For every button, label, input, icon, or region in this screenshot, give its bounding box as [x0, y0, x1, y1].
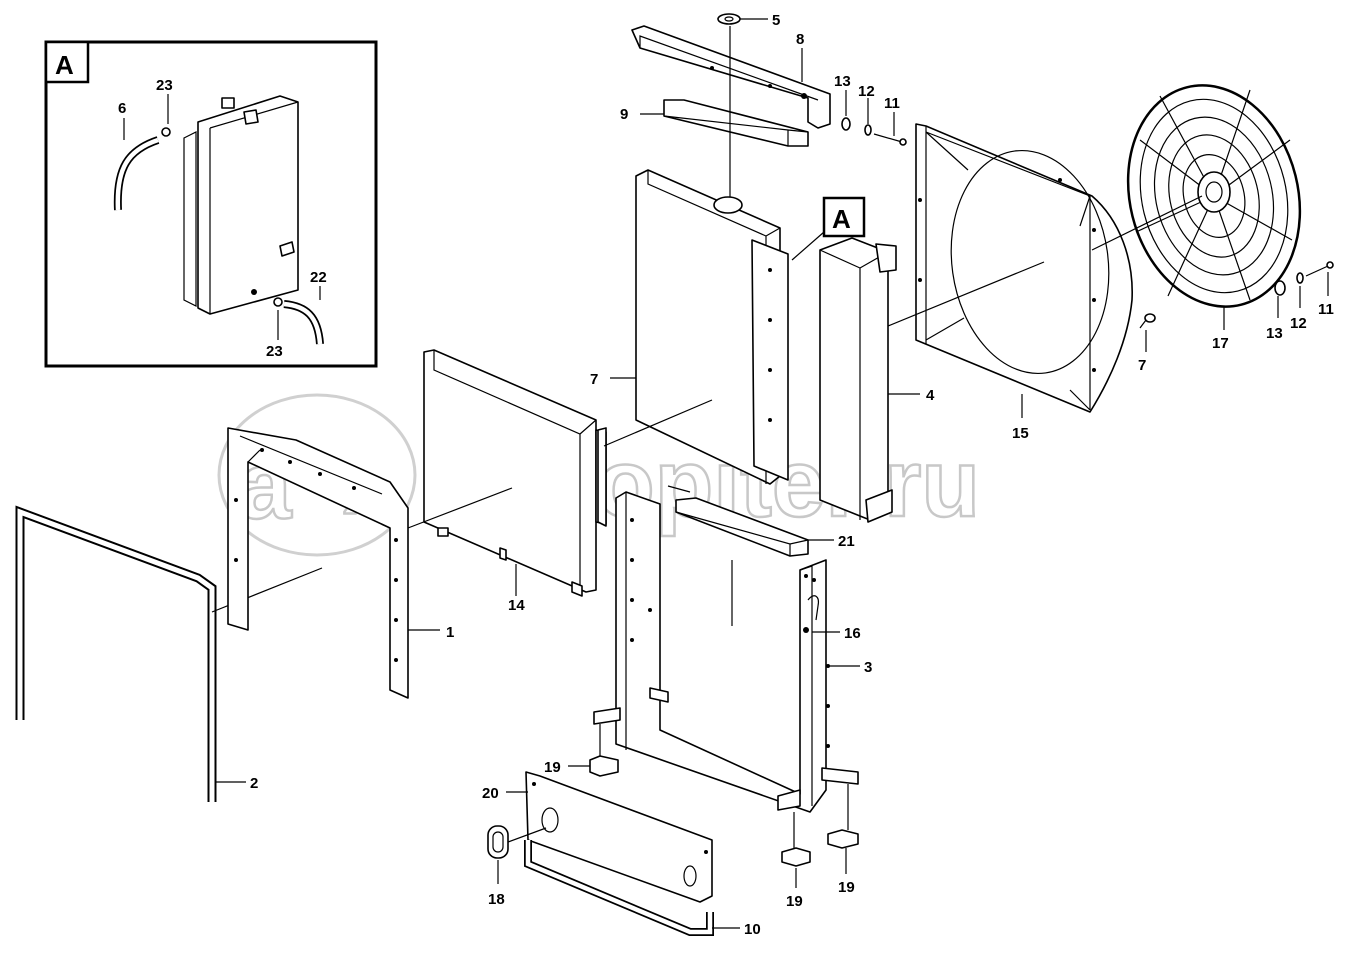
- detail-view-frame: [44, 40, 378, 368]
- callout-7-core: 7: [590, 371, 598, 388]
- callout-18: 18: [488, 891, 505, 908]
- callout-12-right: 12: [1290, 315, 1307, 332]
- detail-badge: [44, 40, 90, 84]
- part-7-radiator: 7: [590, 169, 789, 527]
- callout-10: 10: [744, 921, 761, 938]
- callout-inset-23-bottom: 23: [266, 343, 283, 360]
- part-15-shroud: 15: [887, 123, 1133, 442]
- radiator-filler-cap: [713, 196, 743, 214]
- callout-19-c: 19: [838, 879, 855, 896]
- part-19-pads: 19 19 19: [544, 724, 859, 910]
- part-17-fan-guard: 17: [1091, 84, 1302, 352]
- part-5-cap: 5: [717, 12, 780, 210]
- callout-8: 8: [796, 31, 804, 48]
- fasteners-right: 13 12 11: [1266, 261, 1334, 342]
- callout-1: 1: [446, 624, 454, 641]
- callout-19-a: 19: [544, 759, 561, 776]
- callout-12-top: 12: [858, 83, 875, 100]
- callout-20: 20: [482, 785, 499, 802]
- callout-16: 16: [844, 625, 861, 642]
- part-7-bolt: 7: [1138, 313, 1156, 374]
- detail-badge-letter: A: [55, 50, 74, 80]
- main-badge-letter: A: [832, 204, 851, 234]
- inset-clamp-23-top: [161, 127, 171, 137]
- callout-13-right: 13: [1266, 325, 1283, 342]
- callout-11-top: 11: [884, 95, 900, 112]
- part-9-pad: 9: [620, 99, 809, 147]
- callout-5: 5: [772, 12, 780, 29]
- callout-14: 14: [508, 597, 525, 614]
- callout-13-top: 13: [834, 73, 851, 90]
- part-2-seal: 2: [15, 505, 323, 802]
- detail-view-a: A 6 23 22 23: [44, 40, 378, 368]
- callout-inset-23-top: 23: [156, 77, 173, 94]
- part-10-seal: 10: [524, 840, 761, 938]
- callout-19-b: 19: [786, 893, 803, 910]
- callout-inset-6: 6: [118, 100, 126, 117]
- callout-21: 21: [838, 533, 855, 550]
- part-3-lower-frame: 16 3: [593, 491, 872, 813]
- callout-9: 9: [620, 106, 628, 123]
- callout-inset-22: 22: [310, 269, 327, 286]
- inset-clamp-23-bottom: [273, 297, 283, 307]
- part-21-pad: 21: [667, 485, 855, 626]
- part-1-frame: 1: [227, 427, 454, 699]
- inset-filler-cap: [221, 97, 235, 109]
- part-4-oil-cooler: 4: [819, 237, 935, 523]
- callout-2: 2: [250, 775, 258, 792]
- inset-radiator: [183, 95, 299, 315]
- callout-17: 17: [1212, 335, 1229, 352]
- main-badge-a: A: [791, 196, 866, 261]
- fasteners-top: 13 12 11: [834, 73, 907, 146]
- callout-3: 3: [864, 659, 872, 676]
- callout-4: 4: [926, 387, 935, 404]
- callout-11-right: 11: [1318, 301, 1334, 318]
- part-8-bracket: 8: [631, 25, 831, 129]
- part-20-plate: 20: [482, 771, 713, 903]
- part-18-grommet: 18: [487, 825, 547, 908]
- callout-15: 15: [1012, 425, 1029, 442]
- callout-7-shroud: 7: [1138, 357, 1146, 374]
- part-14-cooler: 14: [407, 349, 607, 614]
